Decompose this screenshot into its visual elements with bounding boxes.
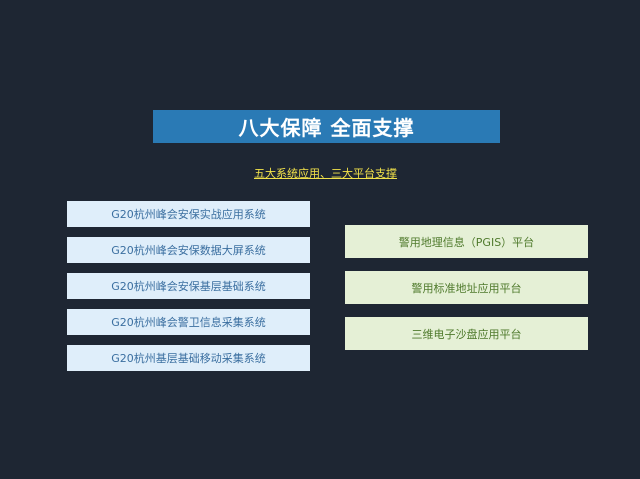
system-item: G20杭州峰会安保实战应用系统: [67, 201, 310, 227]
platform-item: 三维电子沙盘应用平台: [345, 317, 588, 350]
system-item: G20杭州峰会安保基层基础系统: [67, 273, 310, 299]
system-item: G20杭州峰会安保数据大屏系统: [67, 237, 310, 263]
platform-list: 警用地理信息（PGIS）平台 警用标准地址应用平台 三维电子沙盘应用平台: [345, 225, 588, 363]
system-list: G20杭州峰会安保实战应用系统 G20杭州峰会安保数据大屏系统 G20杭州峰会安…: [67, 201, 310, 381]
subtitle-link[interactable]: 五大系统应用、三大平台支撑: [254, 167, 397, 180]
platform-item: 警用地理信息（PGIS）平台: [345, 225, 588, 258]
system-item: G20杭州基层基础移动采集系统: [67, 345, 310, 371]
platform-item: 警用标准地址应用平台: [345, 271, 588, 304]
page-title-banner: 八大保障 全面支撑: [153, 110, 500, 143]
system-item: G20杭州峰会警卫信息采集系统: [67, 309, 310, 335]
